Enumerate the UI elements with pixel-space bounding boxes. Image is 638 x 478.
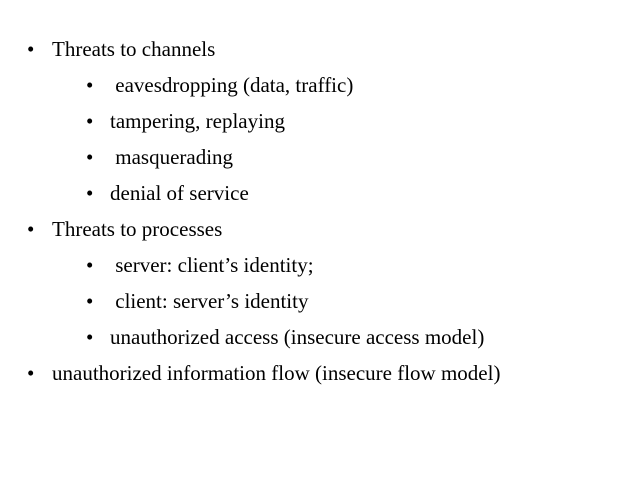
bullet-icon: • <box>86 289 94 313</box>
bullet-icon: • <box>86 181 94 205</box>
bullet-icon: • <box>86 109 94 133</box>
bullet-text: Threats to channels <box>52 37 216 61</box>
bullet-icon: • <box>27 361 35 385</box>
bullet-text: tampering, replaying <box>110 109 285 133</box>
bullet-icon: • <box>27 37 35 61</box>
bullet-icon: • <box>86 145 94 169</box>
bullet-text: denial of service <box>110 181 249 205</box>
bullet-icon: • <box>86 73 94 97</box>
bullet-icon: • <box>86 253 94 277</box>
bullet-text: unauthorized access (insecure access mod… <box>110 325 485 349</box>
bullet-text: masquerading <box>110 145 234 169</box>
bullet-text: unauthorized information flow (insecure … <box>52 361 501 385</box>
bullet-icon: • <box>86 325 94 349</box>
bullet-text: server: client’s identity; <box>110 253 314 277</box>
bullet-icon: • <box>27 217 35 241</box>
bullet-text: eavesdropping (data, traffic) <box>110 73 354 97</box>
bullet-text: client: server’s identity <box>110 289 309 313</box>
bullet-text: Threats to processes <box>52 217 223 241</box>
